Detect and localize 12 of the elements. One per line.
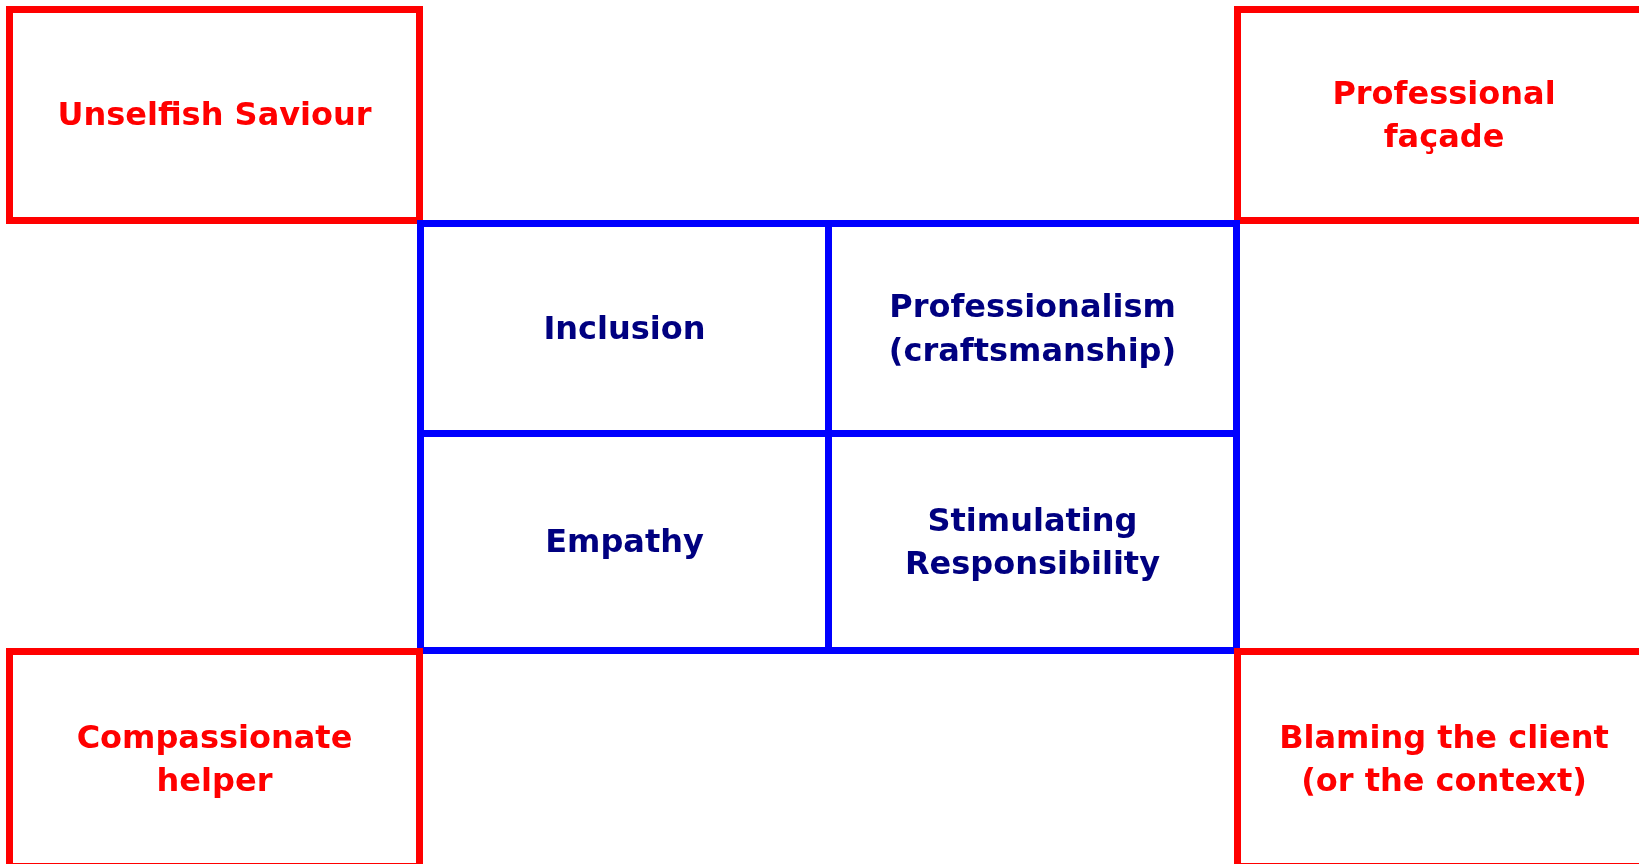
box-label: Compassionate helper [75, 716, 354, 801]
outer-box [6, 6, 423, 224]
outer-box [6, 648, 423, 864]
box-label: Inclusion [543, 307, 706, 349]
box-label: Empathy [545, 521, 704, 563]
box-label: Blaming the client (or the context) [1278, 716, 1610, 801]
outer-box [1234, 648, 1639, 864]
box-label: Stimulating Responsibility [903, 499, 1161, 584]
outer-box [1234, 6, 1639, 224]
box-label: Unselfish Saviour [57, 94, 372, 136]
box-label: Professionalism (craftsmanship) [887, 286, 1178, 371]
box-label: Professional façade [1331, 72, 1557, 157]
